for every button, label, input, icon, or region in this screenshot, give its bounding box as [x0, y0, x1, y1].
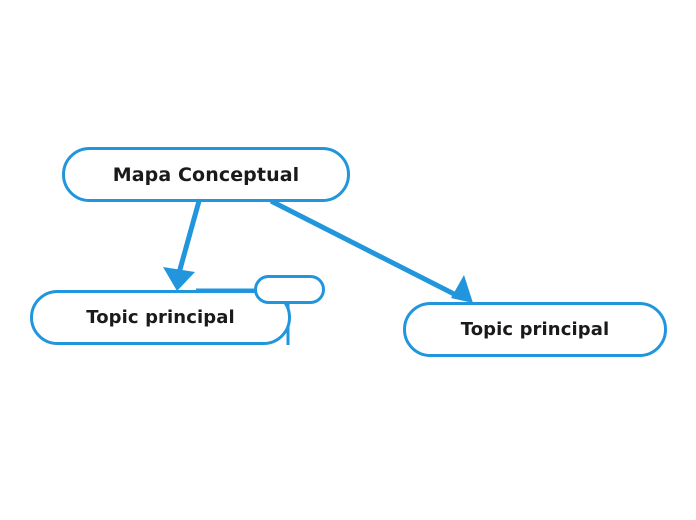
arrowhead-icon [451, 275, 473, 303]
edge-root-to-topic-left [163, 200, 202, 291]
node-label: Topic principal [460, 319, 610, 340]
node-mapa-conceptual[interactable]: Mapa Conceptual [62, 147, 350, 202]
node-topic-principal-right[interactable]: Topic principal [403, 302, 667, 357]
node-empty-stub[interactable] [254, 275, 325, 304]
node-topic-principal-left[interactable]: Topic principal [30, 290, 291, 345]
arrowhead-icon [163, 267, 195, 291]
node-label: Topic principal [86, 307, 235, 328]
node-label: Mapa Conceptual [112, 163, 300, 186]
